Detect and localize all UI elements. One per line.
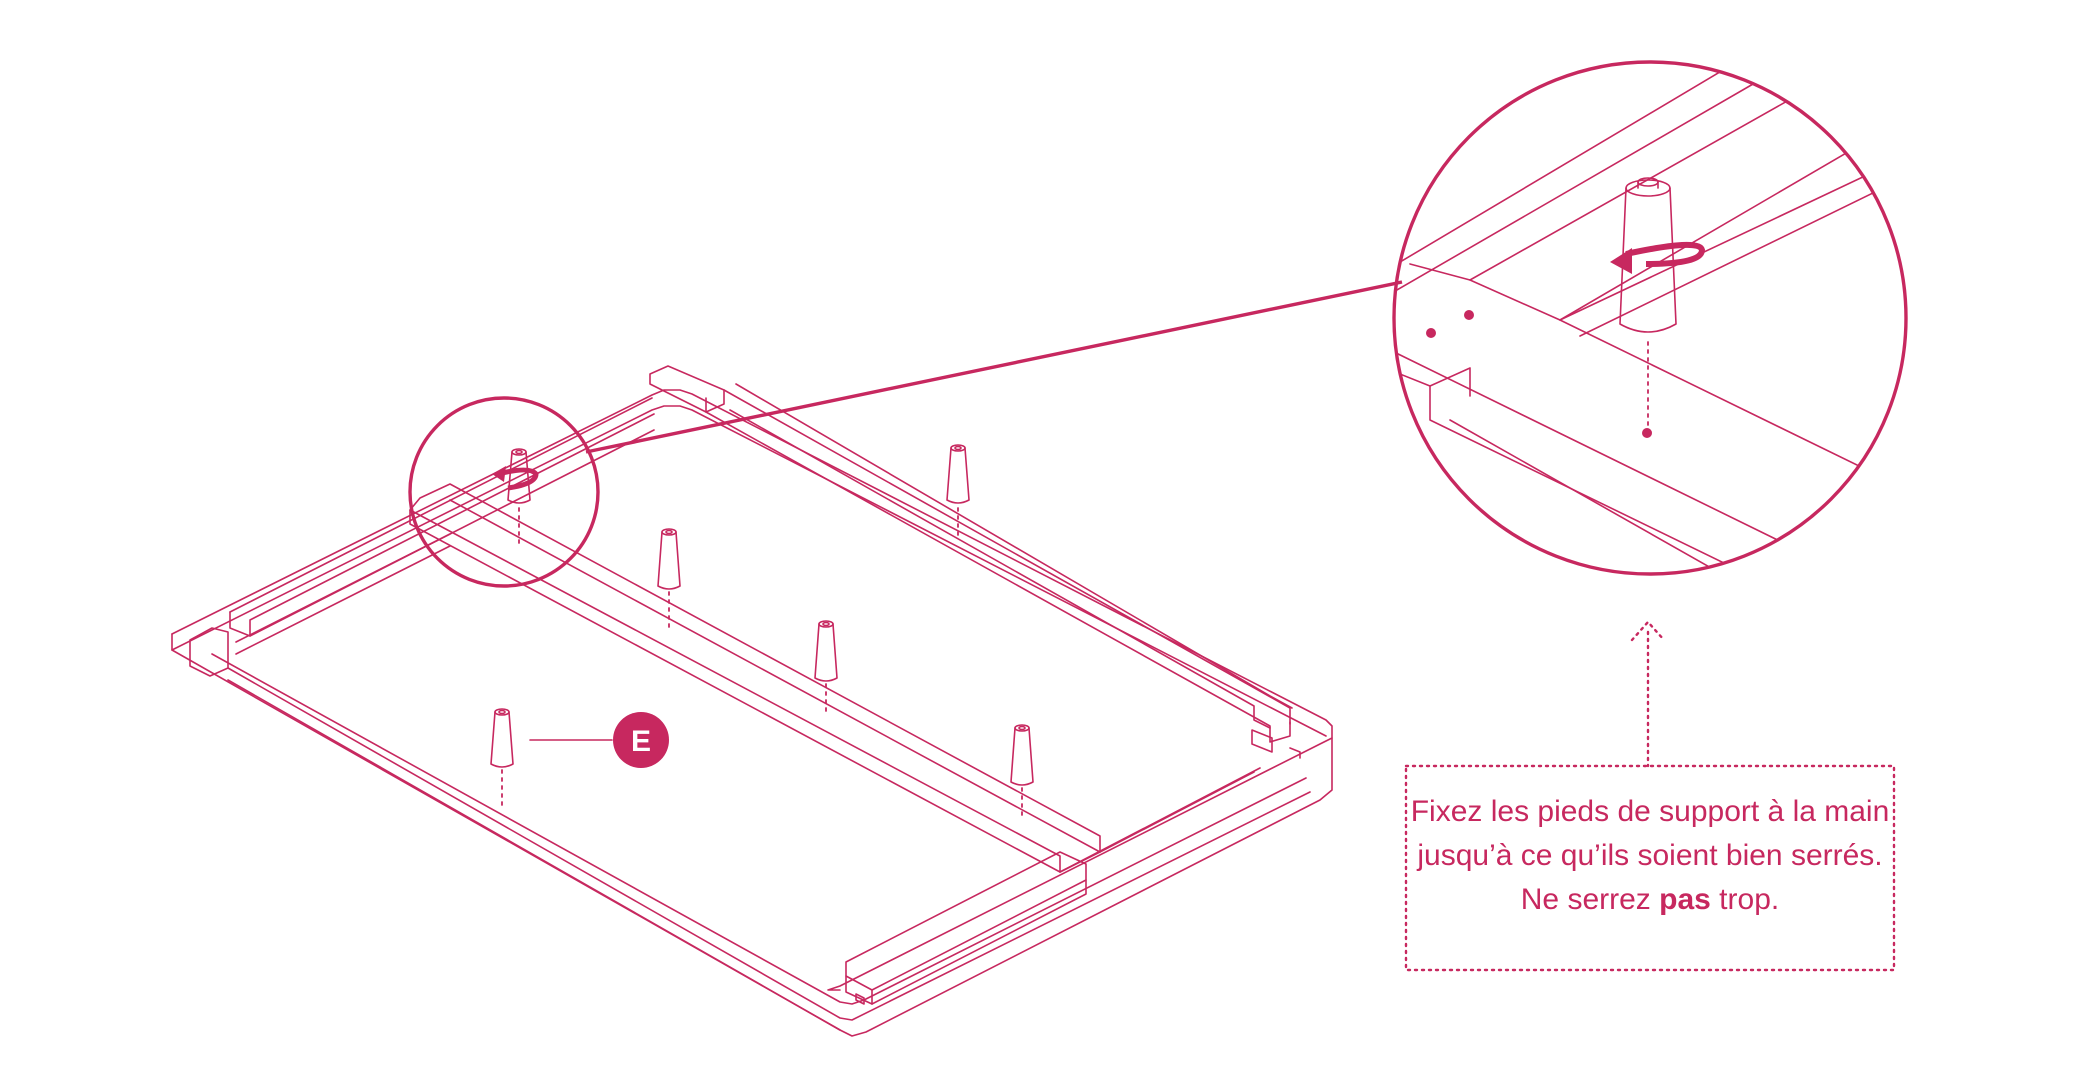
instruction-emphasis: pas: [1659, 883, 1711, 916]
magnifier-circle-icon: [408, 280, 1403, 588]
support-leg: [814, 620, 838, 682]
support-leg: [1010, 724, 1034, 786]
part-label-e: E: [529, 712, 669, 768]
support-leg: [657, 528, 681, 590]
part-letter: E: [631, 725, 651, 758]
support-legs: [490, 444, 1034, 786]
rotation-arrow-icon: [1610, 241, 1706, 274]
support-leg: [946, 444, 970, 504]
rotation-arrow-icon: [492, 466, 539, 491]
support-leg: [490, 708, 514, 768]
instruction-box: [1404, 764, 1896, 972]
instruction-text: Fixez les pieds de support à la main jus…: [1409, 790, 1891, 922]
instruction-part-2: trop.: [1710, 883, 1780, 916]
support-leg: [507, 448, 531, 504]
placement-guides: [501, 507, 1023, 821]
support-leg-detail: [1619, 177, 1677, 333]
instruction-part-1: Fixez les pieds de support à la main jus…: [1410, 795, 1890, 916]
detail-view: [1392, 60, 1908, 576]
bed-frame: [171, 365, 1333, 1037]
callout-pointer: [1630, 620, 1666, 768]
